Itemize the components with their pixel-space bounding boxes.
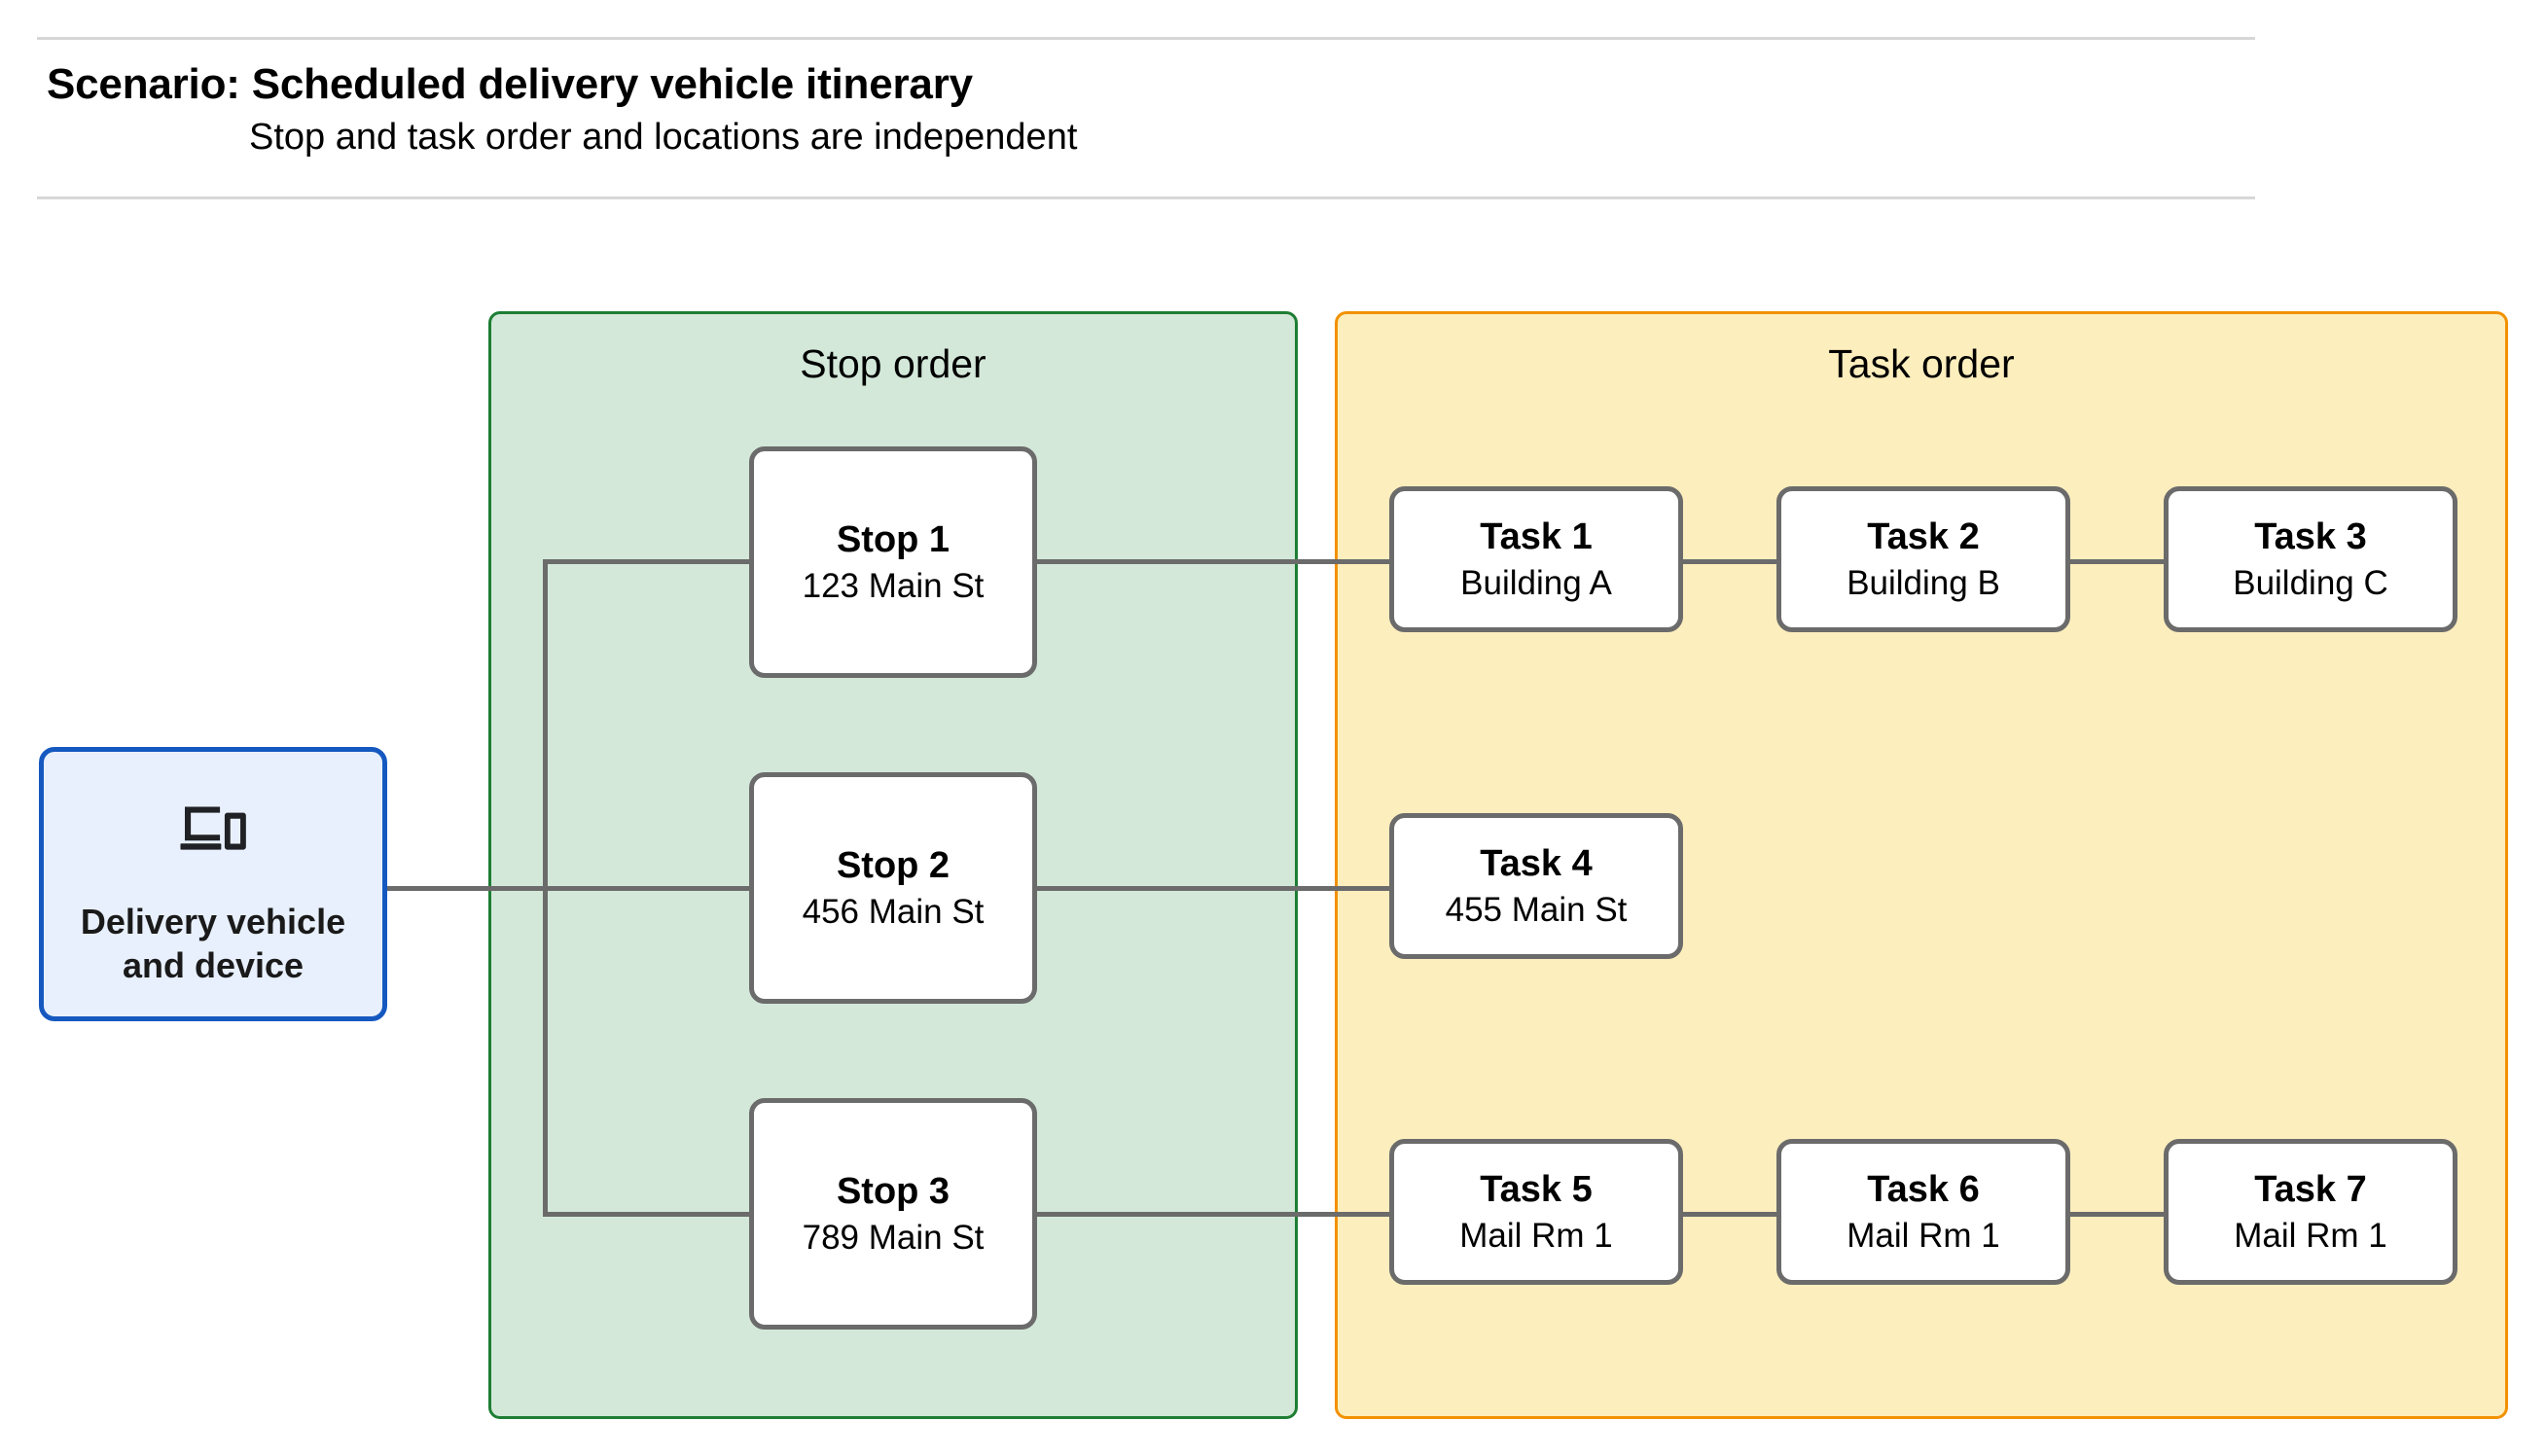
- task-node-7-title: Task 7: [2254, 1168, 2367, 1210]
- stop-node-3[interactable]: Stop 3 789 Main St: [749, 1098, 1037, 1330]
- stop-node-1-title: Stop 1: [836, 518, 950, 560]
- devices-icon: [180, 806, 246, 850]
- connector-task-2-to-task-3: [2066, 559, 2168, 564]
- task-node-6[interactable]: Task 6 Mail Rm 1: [1776, 1139, 2070, 1285]
- stop-node-1[interactable]: Stop 1 123 Main St: [749, 446, 1037, 678]
- stop-node-2[interactable]: Stop 2 456 Main St: [749, 772, 1037, 1004]
- task-node-2-title: Task 2: [1867, 515, 1980, 557]
- connector-trunk-to-stop-2: [543, 886, 752, 891]
- task-node-5-location: Mail Rm 1: [1459, 1216, 1613, 1255]
- stop-node-3-location: 789 Main St: [802, 1218, 985, 1257]
- task-node-3[interactable]: Task 3 Building C: [2164, 486, 2457, 632]
- task-node-4-title: Task 4: [1480, 842, 1593, 884]
- task-node-2-location: Building B: [1847, 563, 2000, 602]
- header-divider-bottom: [37, 196, 2255, 199]
- connector-stop-2-to-task-4: [1035, 886, 1393, 891]
- delivery-vehicle-label: Delivery vehicle and device: [80, 902, 346, 985]
- connector-task-5-to-task-6: [1679, 1212, 1780, 1217]
- connector-stop-1-to-task-1: [1035, 559, 1393, 564]
- task-node-1-location: Building A: [1460, 563, 1612, 602]
- delivery-vehicle-node[interactable]: Delivery vehicle and device: [39, 747, 387, 1021]
- task-node-1-title: Task 1: [1480, 515, 1593, 557]
- connector-task-1-to-task-2: [1679, 559, 1780, 564]
- stop-order-panel-title: Stop order: [800, 341, 986, 386]
- task-node-2[interactable]: Task 2 Building B: [1776, 486, 2070, 632]
- task-node-3-title: Task 3: [2254, 515, 2367, 557]
- task-order-panel-title: Task order: [1828, 341, 2015, 386]
- stop-node-2-title: Stop 2: [836, 844, 950, 886]
- header-divider-top: [37, 37, 2255, 40]
- task-node-5[interactable]: Task 5 Mail Rm 1: [1389, 1139, 1683, 1285]
- task-node-5-title: Task 5: [1480, 1168, 1593, 1210]
- task-node-4[interactable]: Task 4 455 Main St: [1389, 813, 1683, 959]
- task-node-6-location: Mail Rm 1: [1847, 1216, 2000, 1255]
- stop-node-3-title: Stop 3: [836, 1170, 950, 1212]
- connector-stop-3-to-task-5: [1035, 1212, 1393, 1217]
- task-node-6-title: Task 6: [1867, 1168, 1980, 1210]
- stop-node-2-location: 456 Main St: [802, 892, 985, 931]
- task-node-1[interactable]: Task 1 Building A: [1389, 486, 1683, 632]
- connector-task-6-to-task-7: [2066, 1212, 2168, 1217]
- task-node-3-location: Building C: [2233, 563, 2388, 602]
- connector-trunk-to-stop-1: [543, 559, 752, 564]
- task-node-7[interactable]: Task 7 Mail Rm 1: [2164, 1139, 2457, 1285]
- connector-trunk-to-stop-3: [543, 1212, 752, 1217]
- page-subtitle: Stop and task order and locations are in…: [249, 117, 1078, 158]
- task-node-7-location: Mail Rm 1: [2234, 1216, 2387, 1255]
- connector-vehicle-to-trunk: [387, 886, 548, 891]
- task-node-4-location: 455 Main St: [1445, 890, 1628, 929]
- page-title: Scenario: Scheduled delivery vehicle iti…: [47, 60, 973, 108]
- stop-node-1-location: 123 Main St: [802, 566, 985, 605]
